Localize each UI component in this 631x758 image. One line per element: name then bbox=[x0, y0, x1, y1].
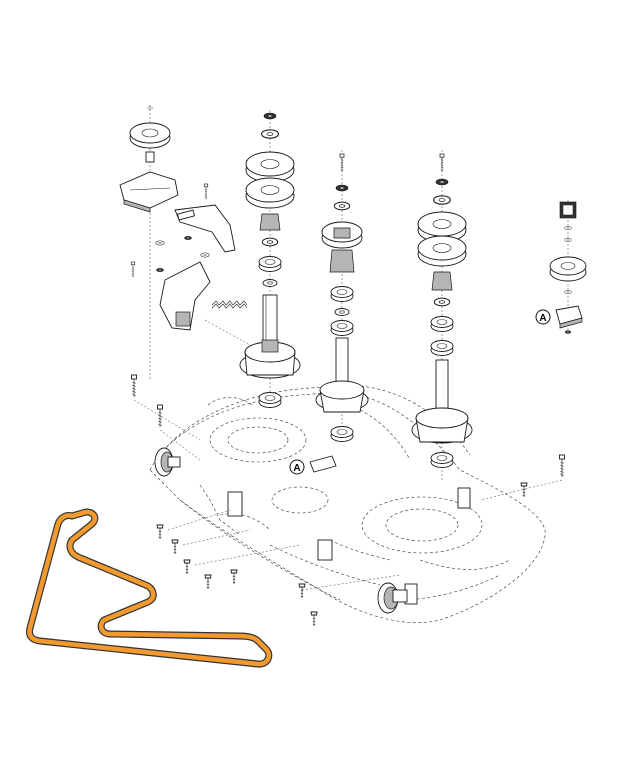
belt-icon bbox=[26, 508, 273, 668]
left-idler-assembly bbox=[119, 105, 251, 380]
idler-pulley-icon bbox=[129, 122, 171, 149]
spindle-2-assembly bbox=[315, 150, 369, 442]
spindle-1-shaft-icon bbox=[262, 294, 278, 346]
spindle-1-pulley-icon bbox=[245, 151, 295, 209]
svg-text:A: A bbox=[539, 313, 546, 324]
callout-a-deck: A bbox=[289, 455, 337, 475]
idler-arm-bracket-icon bbox=[119, 171, 179, 213]
right-idler-assembly bbox=[549, 200, 587, 335]
left-wheel-icon bbox=[154, 447, 181, 477]
spindle-1-assembly bbox=[239, 110, 301, 408]
spindle-2-housing-icon bbox=[315, 380, 369, 413]
spindle-3-assembly bbox=[411, 150, 473, 480]
spring-icon bbox=[211, 300, 248, 309]
right-bracket-icon bbox=[555, 305, 583, 329]
spindle-2-pulley-icon bbox=[321, 221, 363, 249]
svg-text:A: A bbox=[293, 463, 300, 474]
spindle-1-housing-icon bbox=[239, 339, 301, 379]
deck-hardware bbox=[131, 374, 565, 627]
idler-bracket-icon bbox=[159, 261, 211, 331]
right-bushing-icon bbox=[559, 201, 577, 219]
mower-deck bbox=[149, 385, 546, 623]
spindle-3-pulley-icon bbox=[417, 211, 467, 267]
right-pulley-icon bbox=[549, 256, 587, 282]
right-wheel-icon bbox=[377, 582, 408, 614]
spindle-3-housing-icon bbox=[411, 407, 473, 444]
callout-a-right: A bbox=[535, 309, 551, 325]
